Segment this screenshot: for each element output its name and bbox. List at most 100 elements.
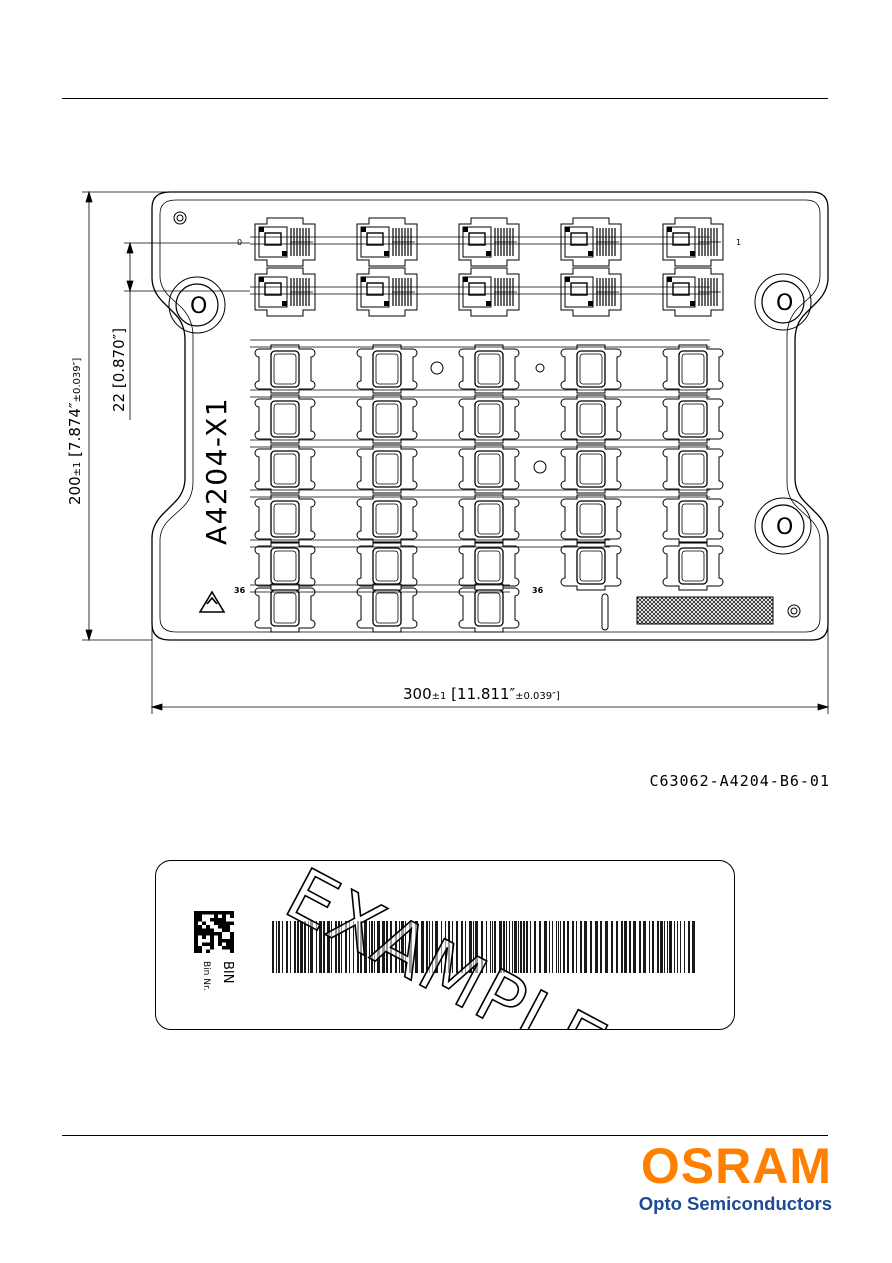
- data-matrix-cell: [206, 942, 210, 946]
- barcode-bar: [600, 921, 602, 973]
- data-matrix-cell: [198, 949, 202, 953]
- cavity: [458, 344, 520, 394]
- data-matrix-cell: [222, 939, 226, 943]
- barcode-bar: [278, 921, 280, 973]
- data-matrix-code: [194, 911, 234, 953]
- barcode-bar: [605, 921, 608, 973]
- bin-title: BIN: [220, 961, 235, 983]
- width-dim-text: 300±1 [11.811″±0.039″]: [403, 685, 560, 703]
- barcode-bar: [530, 921, 531, 973]
- drawing-code: C63062-A4204-B6-01: [649, 772, 830, 790]
- data-matrix-cell: [194, 932, 198, 936]
- data-matrix-cell: [214, 918, 218, 922]
- label-example-card: BIN Bin Nr. EXAMPLE: [155, 860, 735, 1030]
- data-matrix-cell: [210, 932, 214, 936]
- barcode-bar: [357, 921, 359, 973]
- cavity: [560, 344, 622, 394]
- barcode-bar: [556, 921, 557, 973]
- barcode-bar: [316, 921, 317, 973]
- data-matrix-cell: [218, 942, 222, 946]
- width-dim-tol: ±1: [432, 691, 447, 702]
- barcode-bar: [456, 921, 458, 973]
- data-matrix-cell: [230, 942, 234, 946]
- barcode-bar: [499, 921, 502, 973]
- barcode-bar: [552, 921, 553, 973]
- cavity-grid: [254, 217, 724, 633]
- barcode-bar: [616, 921, 618, 973]
- barcode-bar: [688, 921, 690, 973]
- barcode-bar: [667, 921, 668, 973]
- barcode-bar: [534, 921, 536, 973]
- barcode-bar: [633, 921, 636, 973]
- barcode-bar: [469, 921, 472, 973]
- data-matrix-cell: [194, 935, 198, 939]
- barcode-bar: [294, 921, 296, 973]
- barcode-bar: [580, 921, 582, 973]
- barcode-bar: [649, 921, 650, 973]
- barcode-bar: [664, 921, 665, 973]
- data-matrix-cell: [206, 928, 210, 932]
- data-matrix-cell: [206, 932, 210, 936]
- bin-subtitle: Bin Nr.: [201, 961, 211, 991]
- cavity: [254, 444, 316, 494]
- barcode-bar: [390, 921, 392, 973]
- barcode-bar: [475, 921, 478, 973]
- barcode-bar: [629, 921, 631, 973]
- cavity: [356, 394, 418, 444]
- barcode-bar: [490, 921, 491, 973]
- barcode-bar: [486, 921, 487, 973]
- data-matrix-cell: [226, 921, 230, 925]
- width-dimension: [150, 612, 830, 714]
- barcode-bar: [364, 921, 367, 973]
- barcode-bar: [680, 921, 681, 973]
- barcode-bar: [518, 921, 519, 973]
- data-matrix-cell: [226, 911, 230, 915]
- cavity: [662, 494, 724, 544]
- barcode-bar: [520, 921, 522, 973]
- barcode-bar: [308, 921, 309, 973]
- cavity-mark-left: 36: [234, 586, 246, 595]
- barcode-bar: [677, 921, 678, 973]
- barcode-bar: [544, 921, 547, 973]
- barcode-bar: [290, 921, 291, 973]
- barcode-bar: [335, 921, 337, 973]
- data-matrix-cell: [230, 914, 234, 918]
- hole-right-bottom-mark: O: [776, 515, 793, 540]
- data-matrix-cell: [222, 914, 226, 918]
- recycling-icon: [198, 590, 226, 613]
- data-matrix-cell: [194, 949, 198, 953]
- barcode-bar: [426, 921, 428, 973]
- barcode-bar: [353, 921, 354, 973]
- width-dim-value: 300: [403, 685, 432, 703]
- data-matrix-cell: [218, 939, 222, 943]
- cavity: [458, 583, 520, 633]
- barcode-bar: [526, 921, 528, 973]
- barcode-bar: [327, 921, 330, 973]
- barcode-bar: [432, 921, 433, 973]
- barcode-bar: [409, 921, 412, 973]
- barcode-bar: [549, 921, 550, 973]
- barcode-bar: [669, 921, 672, 973]
- data-matrix-cell: [226, 939, 230, 943]
- barcode-bar: [539, 921, 541, 973]
- hole-right-top: [754, 273, 812, 331]
- barcode-bar: [374, 921, 375, 973]
- data-matrix-cell: [210, 939, 214, 943]
- bottom-rule: [62, 1135, 828, 1136]
- data-matrix-cell: [206, 949, 210, 953]
- data-matrix-cell: [226, 946, 230, 950]
- brand-subtitle: Opto Semiconductors: [638, 1193, 832, 1214]
- barcode-bar: [395, 921, 397, 973]
- barcode-bar: [369, 921, 370, 973]
- cavity: [356, 444, 418, 494]
- data-matrix-cell: [214, 914, 218, 918]
- pitch-dim-text: 22 [0.870″]: [110, 328, 128, 412]
- barcode-bar: [692, 921, 695, 973]
- small-holes: [173, 211, 801, 618]
- data-matrix-cell: [218, 921, 222, 925]
- barcode-bar: [386, 921, 388, 973]
- cavity: [560, 217, 622, 267]
- cavity: [254, 344, 316, 394]
- barcode-bar: [611, 921, 613, 973]
- barcode-bar: [345, 921, 347, 973]
